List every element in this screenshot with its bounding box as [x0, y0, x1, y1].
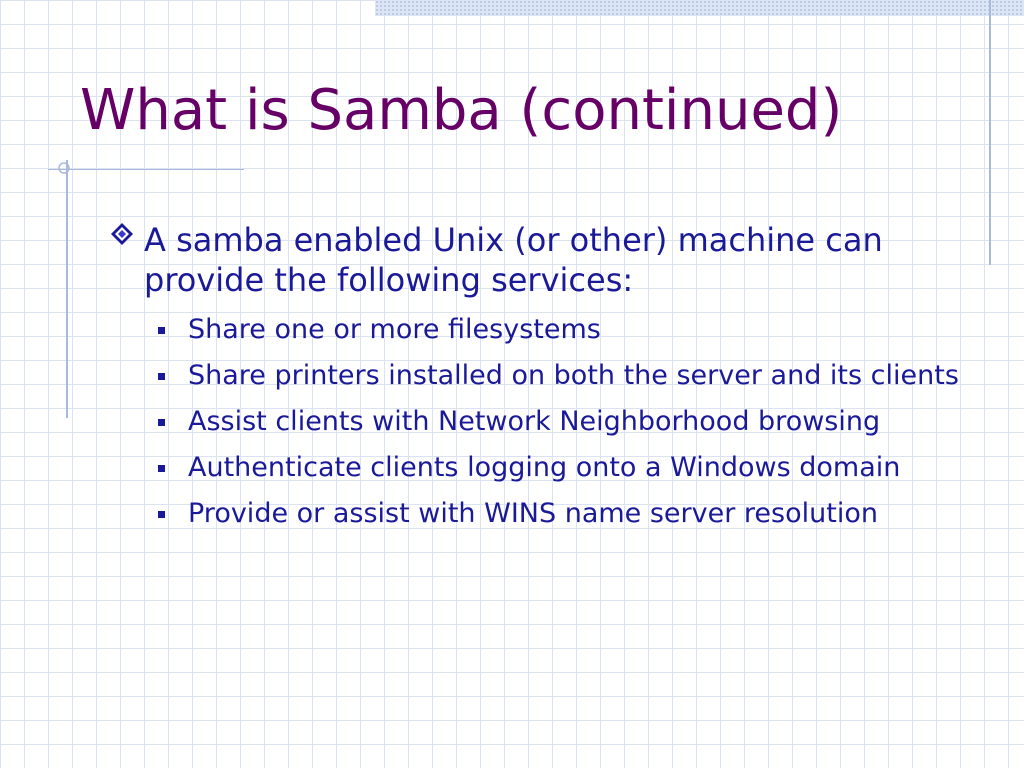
slide-title: What is Samba (continued): [80, 78, 843, 143]
sub-bullet: Share printers installed on both the ser…: [110, 358, 990, 394]
main-bullet-text: A samba enabled Unix (or other) machine …: [144, 221, 883, 299]
sub-bullet: Share one or more filesystems: [110, 312, 990, 348]
right-decorative-rule: [989, 0, 991, 265]
square-bullet-icon: [158, 511, 165, 518]
sub-bullet: Assist clients with Network Neighborhood…: [110, 404, 990, 440]
sub-bullet-text: Share one or more filesystems: [188, 314, 601, 345]
title-underline: [48, 169, 244, 170]
square-bullet-icon: [158, 327, 165, 334]
main-bullet: A samba enabled Unix (or other) machine …: [110, 220, 990, 300]
diamond-bullet-icon: [111, 223, 133, 245]
sub-bullet: Authenticate clients logging onto a Wind…: [110, 450, 990, 486]
top-decorative-band: [375, 0, 1024, 16]
square-bullet-icon: [158, 419, 165, 426]
sub-bullet-list: Share one or more filesystems Share prin…: [110, 312, 990, 532]
sub-bullet: Provide or assist with WINS name server …: [110, 496, 990, 532]
sub-bullet-text: Authenticate clients logging onto a Wind…: [188, 452, 901, 483]
square-bullet-icon: [158, 465, 165, 472]
crosshair-corner-icon: [58, 162, 70, 174]
square-bullet-icon: [158, 373, 165, 380]
sub-bullet-text: Share printers installed on both the ser…: [188, 360, 959, 391]
left-decorative-rule: [66, 160, 68, 418]
sub-bullet-text: Provide or assist with WINS name server …: [188, 498, 878, 529]
sub-bullet-text: Assist clients with Network Neighborhood…: [188, 406, 881, 437]
slide-content: A samba enabled Unix (or other) machine …: [110, 220, 990, 542]
